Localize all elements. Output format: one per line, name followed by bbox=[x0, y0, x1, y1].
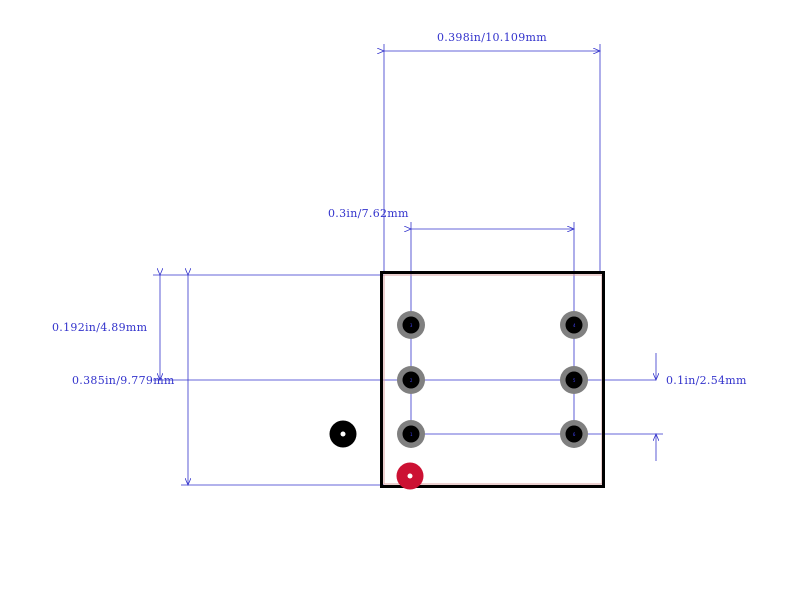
pad-5: 5 bbox=[560, 366, 588, 394]
origin-marker-dot bbox=[340, 431, 346, 437]
pad-label: 5 bbox=[573, 378, 576, 383]
row-spacing-label: 0.3in/7.62mm bbox=[328, 207, 409, 220]
pin-pitch-label: 0.1in/2.54mm bbox=[666, 374, 747, 387]
pad-hole bbox=[402, 316, 420, 334]
pad-hole bbox=[565, 425, 583, 443]
pad-label: 4 bbox=[573, 323, 576, 328]
package-outline bbox=[380, 271, 605, 488]
pad-label: 2 bbox=[410, 378, 413, 383]
pin1-marker-dot bbox=[407, 473, 413, 479]
pad-4: 4 bbox=[560, 311, 588, 339]
pad-2: 2 bbox=[397, 366, 425, 394]
half-height-label: 0.192in/4.89mm bbox=[52, 321, 148, 334]
pad-hole bbox=[402, 425, 420, 443]
row-spacing-dimension bbox=[411, 222, 574, 434]
pad-label: 3 bbox=[410, 323, 413, 328]
overall-width-dimension bbox=[384, 44, 600, 272]
origin-marker bbox=[329, 420, 357, 448]
overall-height-label: 0.385in/9.779mm bbox=[72, 374, 175, 387]
pad-6: 6 bbox=[560, 420, 588, 448]
pad-label: 6 bbox=[573, 432, 576, 437]
pad-hole bbox=[565, 316, 583, 334]
overall-height-dimension bbox=[181, 275, 384, 485]
pin-pitch-dimension bbox=[411, 353, 663, 461]
pad-label: 1 bbox=[410, 432, 413, 437]
pad-hole bbox=[402, 371, 420, 389]
pin1-marker bbox=[396, 462, 424, 490]
pad-hole bbox=[565, 371, 583, 389]
overall-width-label: 0.398in/10.109mm bbox=[437, 31, 547, 44]
pad-1: 1 bbox=[397, 420, 425, 448]
pad-3: 3 bbox=[397, 311, 425, 339]
